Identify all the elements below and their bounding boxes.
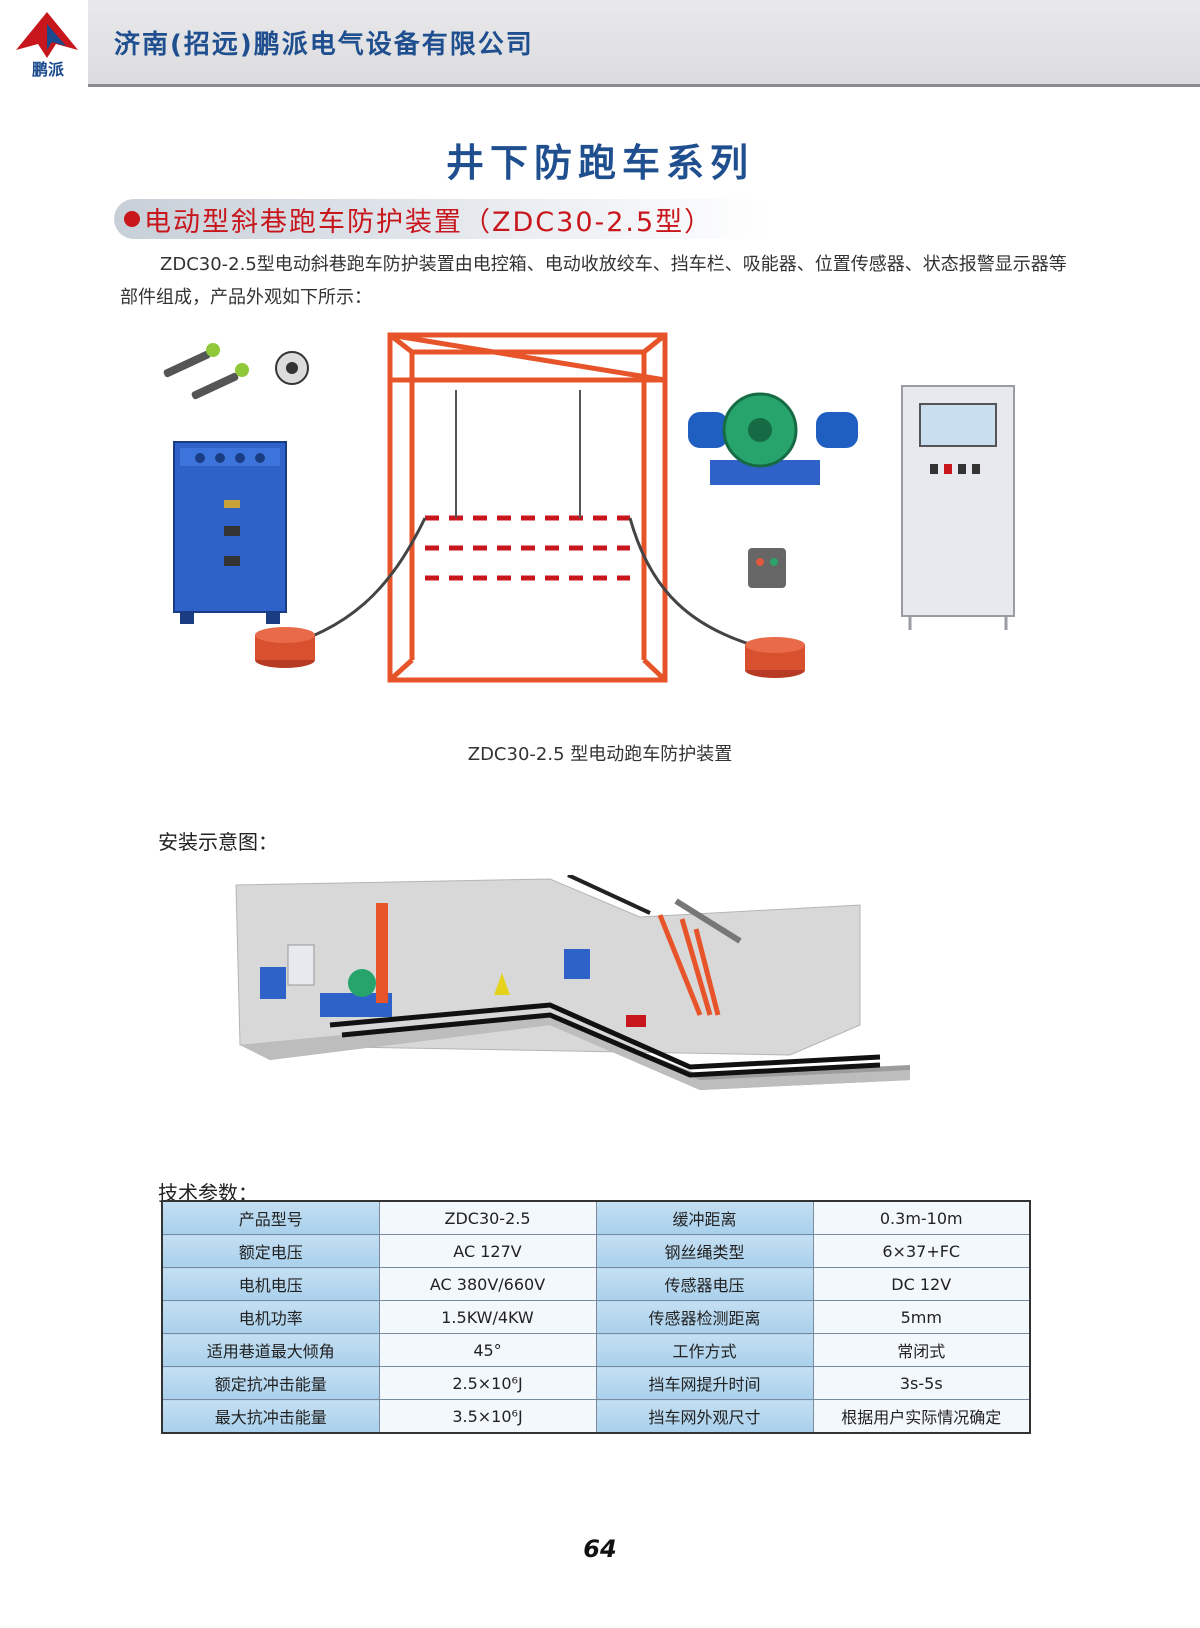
param-value: DC 12V [812,1267,1031,1301]
param-value: 0.3m-10m [812,1200,1031,1235]
energy-absorber-left-icon [255,627,315,668]
sensor-small-icon [494,973,510,995]
param-value: 6×37+FC [812,1234,1031,1268]
param-value: 根据用户实际情况确定 [812,1399,1031,1434]
barrier-bars-icon [425,390,630,581]
absorber-small-icon [626,1015,646,1027]
param-name: 额定抗冲击能量 [161,1366,380,1400]
barrier-incline-icon [657,914,721,1016]
page-header: 鹏派 济南(招远)鹏派电气设备有限公司 [0,0,1200,87]
param-name: 钢丝绳类型 [595,1234,814,1268]
page-number: 64 [583,1535,617,1563]
logo-text: 鹏派 [31,60,64,79]
param-name: 挡车网外观尺寸 [595,1399,814,1434]
proximity-sensor-icon [163,343,249,400]
product-figure [163,332,1015,683]
company-name: 济南(招远)鹏派电气设备有限公司 [114,30,534,60]
control-box-small-icon [260,967,286,999]
encoder-icon [275,351,309,385]
param-value: 3s-5s [812,1366,1031,1400]
param-value: AC 127V [378,1234,597,1268]
param-name: 工作方式 [595,1333,814,1367]
header-band [88,0,1200,84]
install-diagram-label: 安装示意图： [158,830,278,854]
param-name: 额定电压 [161,1234,380,1268]
barrier-frame-icon [387,332,668,683]
param-value: AC 380V/660V [378,1267,597,1301]
barrier-upright-icon [376,903,388,1003]
installation-diagram [235,875,910,1090]
figure-caption: ZDC30-2.5 型电动跑车防护装置 [467,744,733,765]
intro-paragraph: ZDC30-2.5型电动斜巷跑车防护装置由电控箱、电动收放绞车、挡车栏、吸能器、… [120,254,1067,308]
param-value: 常闭式 [812,1333,1031,1367]
page-title: 井下防跑车系列 [445,141,754,185]
param-value: ZDC30-2.5 [378,1200,597,1235]
param-value: 2.5×10⁶J [378,1366,597,1400]
section-title-bar [114,199,774,239]
company-logo-icon [16,12,78,58]
section-title: 电动型斜巷跑车防护装置（ZDC30-2.5型） [144,207,714,238]
winch-small-icon [348,969,376,997]
param-value: 1.5KW/4KW [378,1300,597,1334]
electric-cabinet-icon [901,385,1015,630]
param-name: 电机电压 [161,1267,380,1301]
alarm-display-icon [748,548,786,588]
param-name: 缓冲距离 [595,1200,814,1235]
param-name: 电机功率 [161,1300,380,1334]
electric-winch-icon [688,392,858,485]
param-value: 5mm [812,1300,1031,1334]
control-box-mid-icon [564,949,590,979]
param-value: 45° [378,1333,597,1367]
cabinet-small-icon [287,944,315,986]
param-value: 3.5×10⁶J [378,1399,597,1434]
control-box-icon [173,441,287,624]
param-name: 适用巷道最大倾角 [161,1333,380,1367]
header-divider [88,84,1200,87]
param-name: 产品型号 [161,1200,380,1235]
section-bullet-icon [124,211,140,227]
energy-absorber-right-icon [745,637,805,678]
param-name: 最大抗冲击能量 [161,1399,380,1434]
rail-overhead-icon [567,875,651,915]
param-name: 传感器检测距离 [595,1300,814,1334]
param-name: 传感器电压 [595,1267,814,1301]
param-name: 挡车网提升时间 [595,1366,814,1400]
